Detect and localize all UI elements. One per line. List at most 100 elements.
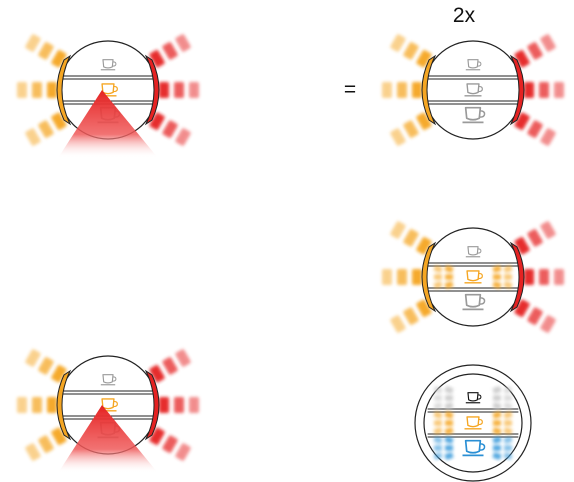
inner-glow-dash (503, 386, 513, 394)
left-glow-dash (17, 397, 27, 413)
right-glow-dash (540, 34, 556, 52)
left-glow-dash (382, 82, 392, 98)
left-glow-dash (47, 397, 57, 413)
left-glow-dash (51, 50, 67, 68)
left-glow-dash (17, 82, 27, 98)
left-bar (56, 369, 72, 441)
right-glow-dash (174, 82, 184, 98)
inner-glow-dash (504, 445, 512, 451)
inner-glow-dash (503, 427, 513, 435)
left-glow-dash (390, 315, 406, 333)
inner-glow-dash (492, 265, 502, 273)
right-glow-dash (149, 112, 165, 130)
right-bar (144, 54, 160, 126)
inner-glow-dash (444, 402, 454, 410)
cup-handle (112, 376, 117, 382)
inner-glow-dash (493, 395, 501, 401)
inner-glow-dash (434, 274, 442, 280)
inner-glow-dash (444, 427, 454, 435)
left-glow-dash (38, 42, 54, 60)
left-bar (421, 241, 437, 313)
inner-glow-dash (492, 436, 502, 444)
cup-handle (112, 61, 117, 67)
knob-body (423, 40, 523, 140)
inner-glow-dash (492, 427, 502, 435)
right-glow-dash (540, 221, 556, 239)
inner-glow-dash (444, 265, 454, 273)
inner-glow-dash (503, 281, 513, 289)
right-glow-dash (175, 443, 191, 461)
inner-glow-dash (434, 445, 442, 451)
right-glow-dash (174, 397, 184, 413)
left-glow-dash (382, 269, 392, 285)
left-glow-dash (403, 307, 419, 325)
inner-glow-dash (492, 281, 502, 289)
inner-glow-dash (445, 395, 453, 401)
cup-handle (113, 85, 118, 93)
right-glow-dash (540, 315, 556, 333)
right-glow-dash (514, 299, 530, 317)
cup-body (466, 83, 480, 95)
left-glow-dash (397, 82, 407, 98)
large-cup-icon (462, 293, 486, 311)
inner-glow-dash (444, 452, 454, 460)
small-cup-icon (100, 59, 117, 71)
inner-glow-dash (433, 402, 443, 410)
cup-body (467, 392, 479, 402)
right-glow-dash (514, 237, 530, 255)
left-glow-dash (47, 82, 57, 98)
right-glow-dash (159, 82, 169, 98)
inner-glow-dash (433, 452, 443, 460)
right-glow-dash (527, 120, 543, 138)
left-glow-dash (38, 120, 54, 138)
right-glow-dash (159, 397, 169, 413)
panel-bottom-right (414, 364, 532, 482)
right-glow-dash (539, 269, 549, 285)
cup-body (466, 416, 480, 428)
left-glow-dash (416, 237, 432, 255)
left-glow-dash (38, 357, 54, 375)
right-bar (144, 369, 160, 441)
large-cup-icon (462, 106, 486, 124)
inner-glow-dash (444, 436, 454, 444)
medium-cup-icon (464, 270, 483, 284)
left-glow-dash (412, 269, 422, 285)
right-glow-dash (162, 357, 178, 375)
inner-glow-dash (433, 386, 443, 394)
left-glow-dash (51, 365, 67, 383)
cup-handle (478, 85, 483, 93)
small-cup-icon (100, 374, 117, 386)
inner-glow-dash (493, 445, 501, 451)
small-cup-icon (465, 59, 482, 71)
left-glow-dash (390, 34, 406, 52)
cup-handle (478, 418, 483, 426)
repeat-count-label: 2x (452, 4, 476, 27)
panel-middle-right (382, 221, 564, 333)
inner-glow-dash (492, 402, 502, 410)
left-glow-dash (390, 221, 406, 239)
right-glow-dash (149, 365, 165, 383)
cup-handle (479, 110, 486, 118)
left-glow-dash (38, 435, 54, 453)
cup-handle (479, 443, 486, 451)
right-glow-dash (554, 82, 564, 98)
right-glow-dash (175, 349, 191, 367)
inner-glow-dash (444, 281, 454, 289)
left-glow-dash (25, 34, 41, 52)
inner-glow-dash (493, 420, 501, 426)
cup-handle (479, 297, 486, 305)
inner-glow-dash (444, 386, 454, 394)
small-cup-icon (465, 392, 482, 404)
cup-handle (113, 400, 118, 408)
left-glow-dash (25, 443, 41, 461)
right-glow-dash (162, 120, 178, 138)
left-glow-dash (403, 42, 419, 60)
inner-glow-dash (433, 281, 443, 289)
cup-handle (477, 61, 482, 67)
cup-body (466, 270, 480, 282)
cup-body (464, 439, 482, 454)
right-glow-dash (527, 229, 543, 247)
right-glow-dash (149, 427, 165, 445)
right-glow-dash (527, 307, 543, 325)
left-glow-dash (51, 112, 67, 130)
